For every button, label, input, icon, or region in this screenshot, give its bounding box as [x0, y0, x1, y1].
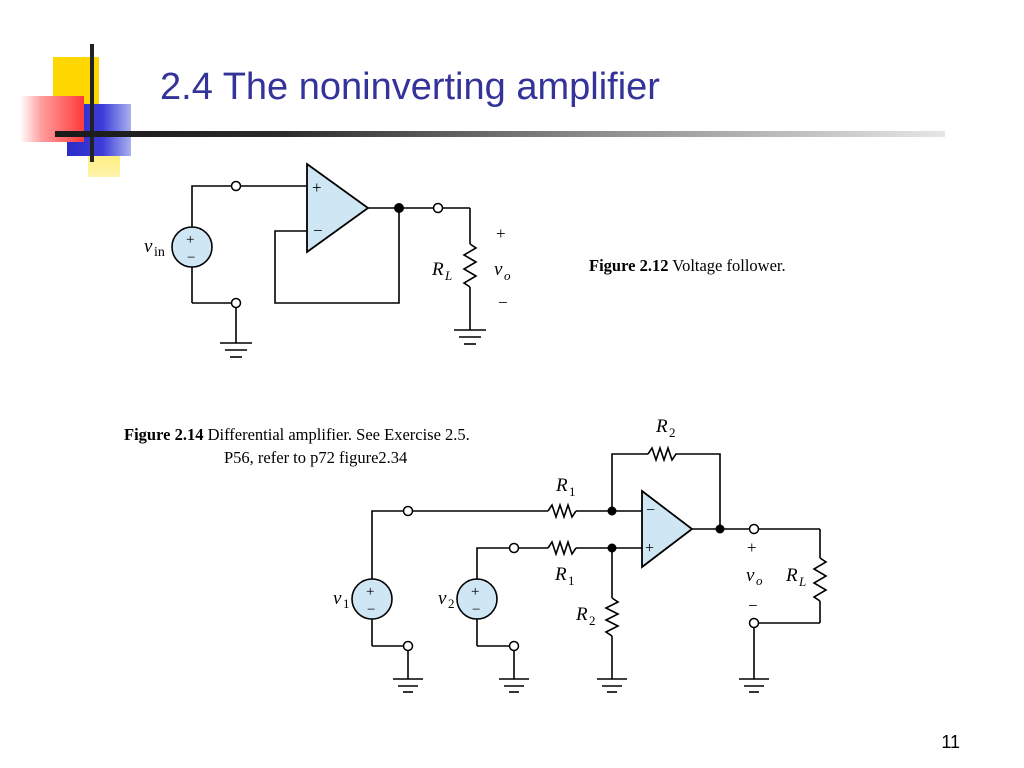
fig214-r1-bot-label: R	[554, 564, 567, 585]
fig214-caption-text: Differential amplifier. See Exercise 2.5…	[207, 425, 470, 444]
slide-title: 2.4 The noninverting amplifier	[160, 66, 660, 108]
fig212-vin-label: v	[144, 236, 153, 257]
title-underline	[55, 131, 945, 137]
fig214-out-plus: +	[747, 538, 757, 557]
fig212-src-minus: −	[187, 250, 195, 266]
fig214-src2-minus: −	[472, 602, 480, 618]
fig214-node-minus	[607, 506, 617, 516]
fig212-caption-label: Figure 2.12	[589, 256, 669, 275]
fig212-out-minus: −	[498, 293, 508, 312]
fig214-r1-top-sub: 1	[569, 484, 576, 499]
fig214-rl-label: R	[785, 565, 798, 586]
fig214-terminal-v2-ground	[508, 640, 520, 652]
fig212-caption: Figure 2.12 Voltage follower.	[589, 256, 786, 276]
fig214-r2-bot-label: R	[575, 604, 588, 625]
fig212-terminal-ground	[230, 297, 242, 309]
deco-vertical-line	[90, 44, 94, 162]
fig212-opamp-plus: +	[312, 178, 322, 197]
fig212-terminal-in	[230, 180, 242, 192]
fig214-src2-plus: +	[471, 584, 479, 600]
fig212-out-plus: +	[496, 224, 506, 243]
fig214-r2-bot-sub: 2	[589, 613, 596, 628]
fig212-rl-label: R	[431, 259, 444, 280]
fig212-src-plus: +	[186, 232, 194, 248]
fig214-caption-line2: P56, refer to p72 figure2.34	[224, 448, 408, 467]
fig214-opamp-minus: −	[646, 502, 655, 519]
fig214-terminal-v2	[508, 542, 520, 554]
fig214-r2-top-label: R	[655, 416, 668, 437]
fig212-vo-label: v	[494, 259, 503, 280]
fig212-node-out	[394, 203, 404, 213]
fig214-source-v1	[351, 578, 393, 620]
fig214-v2-sub: 2	[448, 596, 455, 611]
fig214-opamp	[641, 489, 694, 569]
fig214-r1-bot-sub: 1	[568, 573, 575, 588]
fig214-v1-label: v	[333, 588, 342, 609]
fig214-node-plus	[607, 543, 617, 553]
fig214-terminal-v1	[402, 505, 414, 517]
fig214-rl-sub: L	[798, 574, 806, 589]
fig212-opamp	[306, 162, 370, 254]
fig212-vo-sub: o	[504, 268, 511, 283]
fig214-src1-minus: −	[367, 602, 375, 618]
fig212-opamp-minus: −	[313, 221, 323, 240]
fig214-wires	[371, 445, 828, 693]
fig214-vo-sub: o	[756, 573, 763, 588]
fig214-terminal-out-ground	[748, 617, 760, 629]
fig214-r2-top-sub: 2	[669, 425, 676, 440]
fig214-v1-sub: 1	[343, 596, 350, 611]
fig212-vin-sub: in	[154, 245, 165, 260]
fig214-source-v2	[456, 578, 498, 620]
fig214-src1-plus: +	[366, 584, 374, 600]
fig212-source	[171, 226, 213, 268]
fig214-r1-top-label: R	[555, 475, 568, 496]
fig214-v2-label: v	[438, 588, 447, 609]
fig214-vo-label: v	[746, 565, 755, 586]
fig214-opamp-plus: +	[645, 540, 654, 557]
fig214-terminal-v1-ground	[402, 640, 414, 652]
fig212-wires	[191, 185, 486, 358]
fig212-rl-sub: L	[444, 268, 452, 283]
page-number: 11	[941, 732, 960, 752]
fig212-caption-text: Voltage follower.	[672, 256, 786, 275]
fig214-out-minus: −	[748, 596, 758, 615]
fig214-caption-label: Figure 2.14	[124, 425, 204, 444]
fig214-caption: Figure 2.14 Differential amplifier. See …	[124, 425, 470, 445]
fig212-terminal-out	[432, 202, 444, 214]
fig214-terminal-out	[748, 523, 760, 535]
fig214-node-out	[715, 524, 725, 534]
